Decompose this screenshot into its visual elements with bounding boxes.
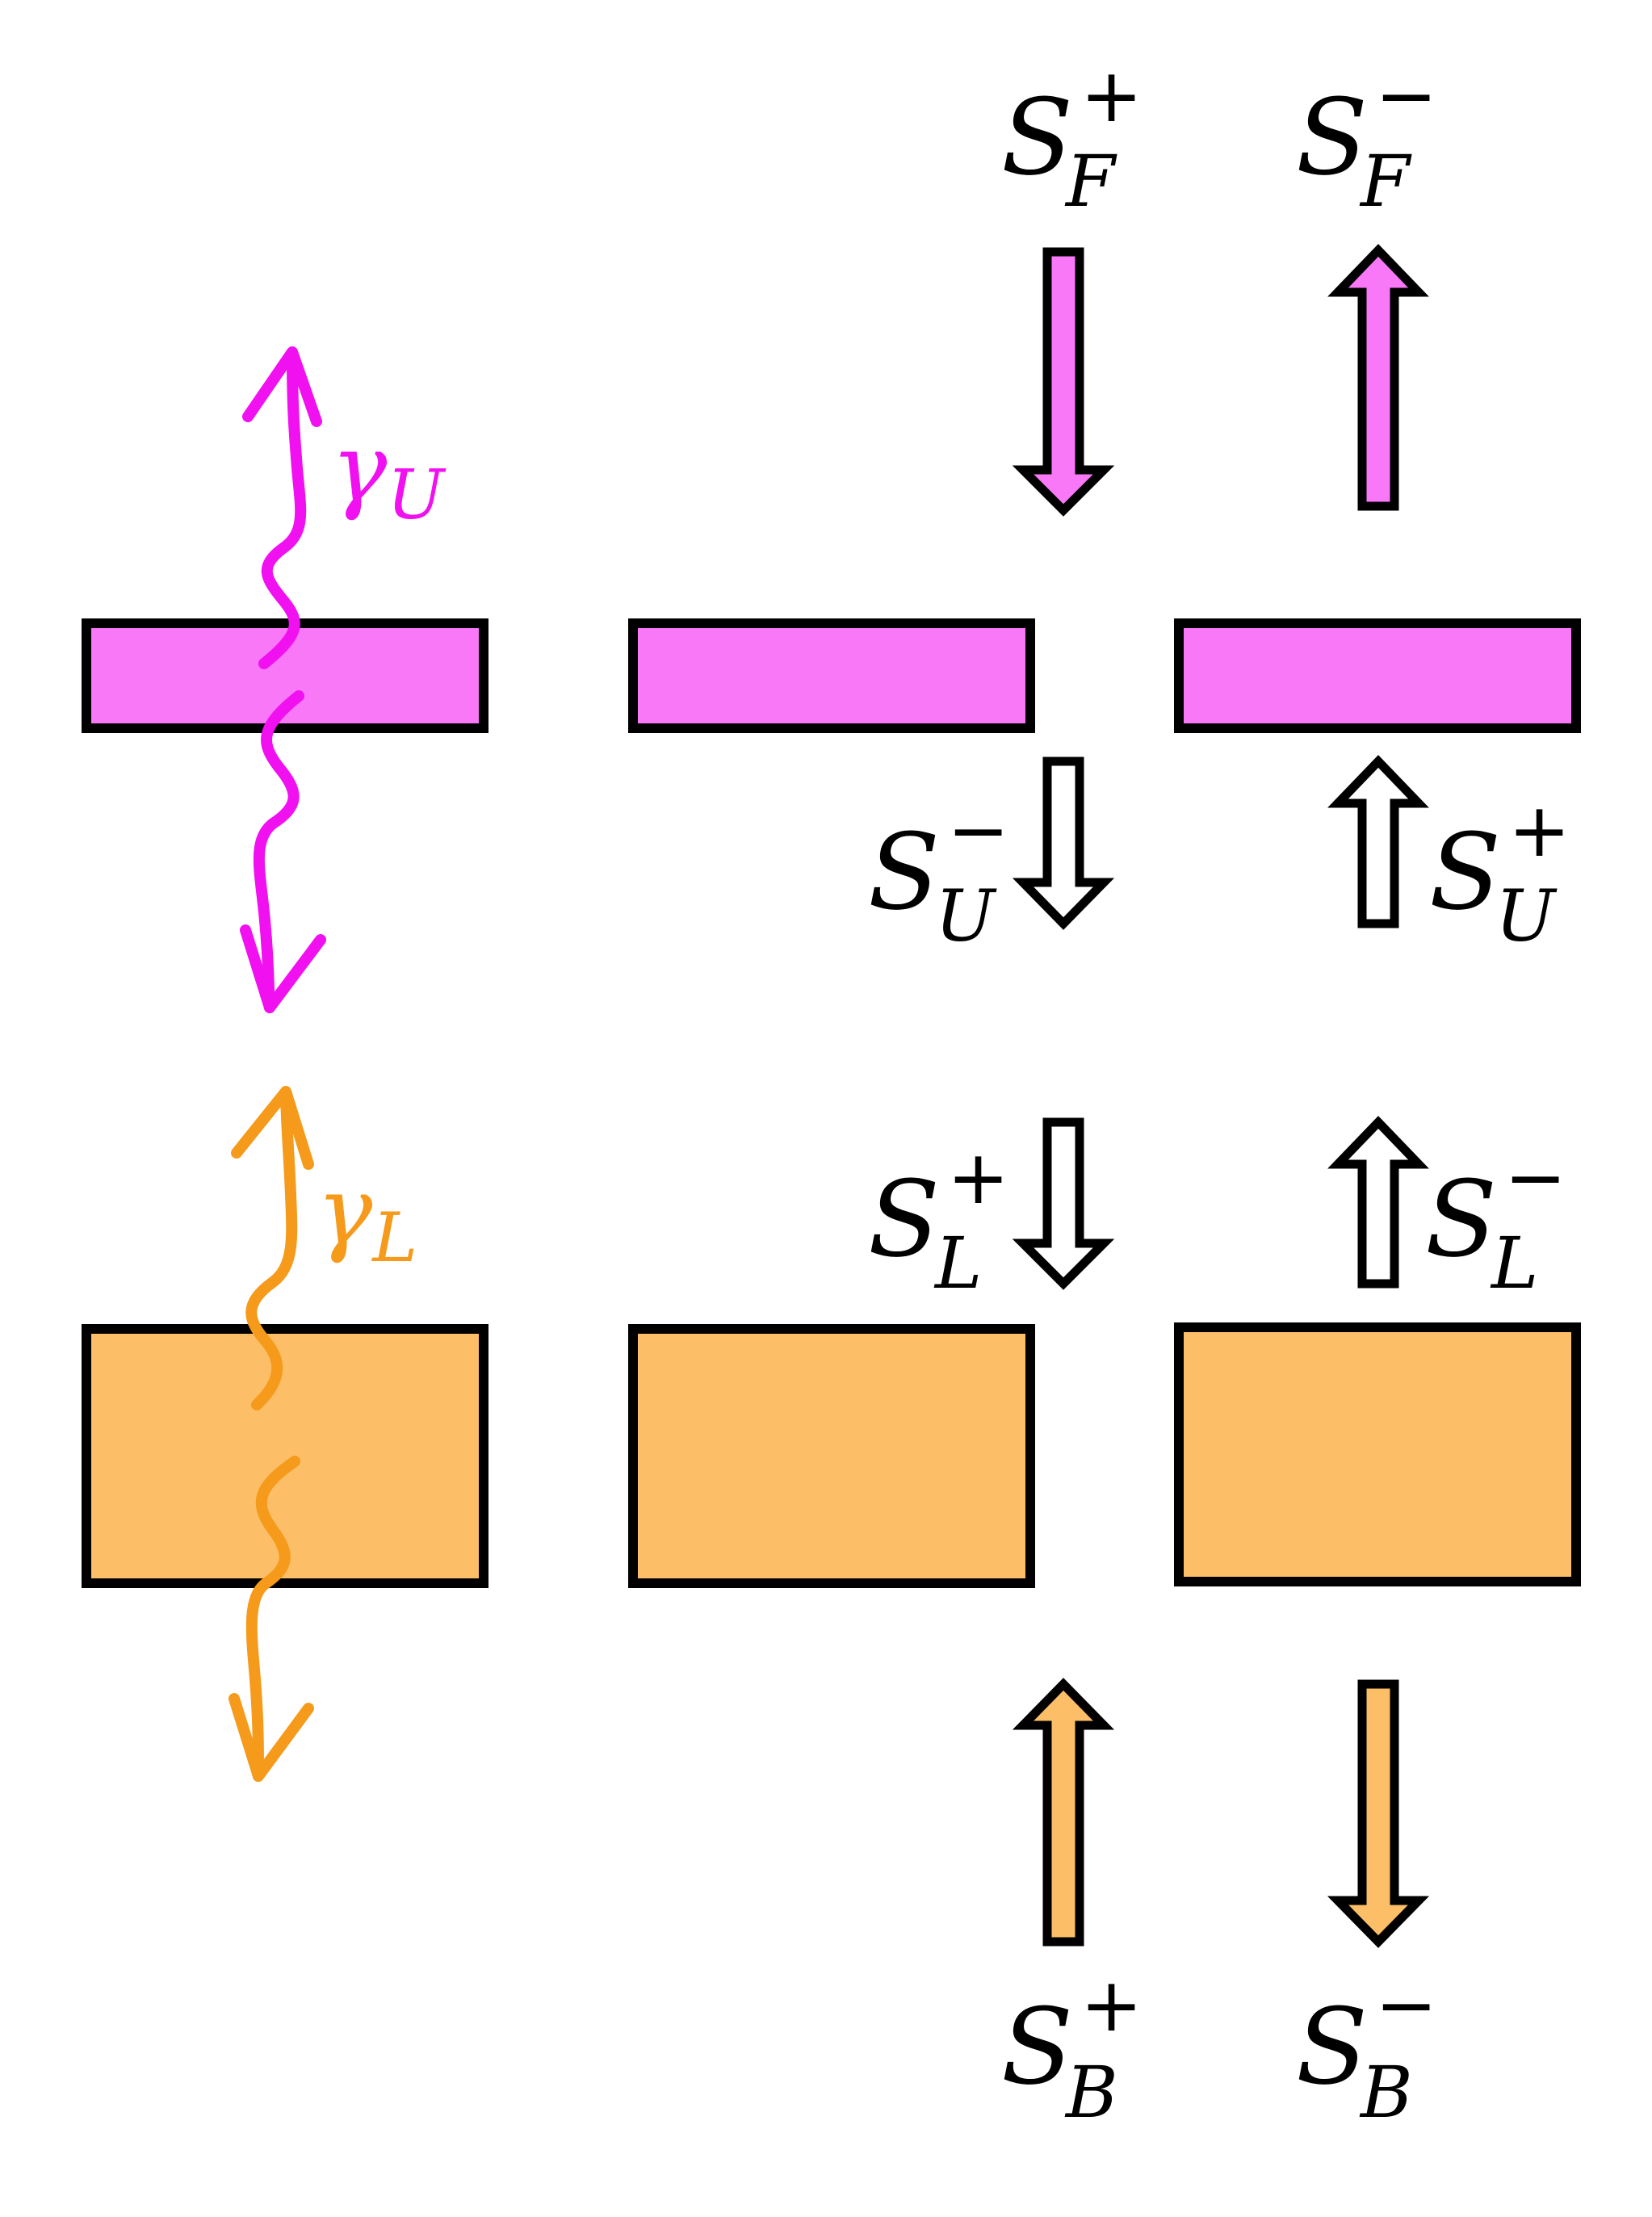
- label-s-f-plus-sub: F: [1064, 140, 1117, 223]
- lower-wave-down-segment: [245, 1456, 300, 1782]
- flux-arrow-su-minus: [1012, 756, 1115, 930]
- upper-layer-slab-right: [1174, 618, 1581, 733]
- lower-emission-wave-arrow: [229, 1086, 314, 1782]
- label-s-b-minus-sub: B: [1359, 2051, 1413, 2134]
- label-s-b-minus-sup: −: [1375, 1962, 1437, 2048]
- label-s-u-plus-symbol: S: [1429, 811, 1501, 933]
- flux-arrow-sf-plus: [1012, 247, 1115, 517]
- label-s-u-minus-sup: −: [947, 787, 1009, 874]
- flux-arrow-sf-minus: [1327, 244, 1429, 511]
- label-s-f-plus: S + F: [1001, 52, 1143, 223]
- label-s-u-plus-sup: +: [1508, 787, 1570, 874]
- label-s-l-minus-sup: −: [1504, 1134, 1566, 1221]
- flux-arrow-su-plus: [1327, 755, 1429, 928]
- upper-layer-slab-middle: [628, 618, 1035, 733]
- label-s-l-plus: S + L: [868, 1134, 1009, 1305]
- label-s-l-plus-sup: +: [947, 1134, 1009, 1221]
- flux-arrow-sl-minus: [1327, 1116, 1429, 1289]
- label-s-l-minus-sub: L: [1490, 1222, 1538, 1305]
- label-s-u-plus: S + U: [1429, 787, 1570, 958]
- upper-wave-down-arrowhead: [240, 924, 326, 1013]
- label-s-l-minus: S − L: [1425, 1134, 1566, 1305]
- flux-arrow-sb-minus: [1327, 1679, 1430, 1948]
- upper-emission-wave-arrow: [240, 346, 326, 1013]
- label-s-f-plus-sup: +: [1080, 52, 1143, 139]
- label-s-u-minus-sub: U: [935, 874, 997, 958]
- upper-wave-up-arrowhead: [242, 346, 322, 427]
- label-s-b-plus: S + B: [1001, 1962, 1143, 2134]
- label-gamma-u-symbol: γ: [331, 414, 388, 523]
- label-s-u-minus: S − U: [868, 787, 1009, 958]
- lower-layer-slab-right: [1174, 1322, 1581, 1586]
- label-s-f-minus-symbol: S: [1296, 76, 1368, 199]
- upper-wave-up-segment: [258, 350, 307, 669]
- label-s-b-plus-symbol: S: [1001, 1985, 1073, 2108]
- label-s-f-minus-sup: −: [1375, 52, 1437, 139]
- label-s-b-plus-sup: +: [1080, 1962, 1143, 2048]
- label-s-l-minus-symbol: S: [1425, 1158, 1497, 1280]
- lower-layer-slab-middle: [628, 1324, 1035, 1588]
- label-s-b-minus: S − B: [1296, 1962, 1437, 2134]
- lower-wave-up-arrowhead: [231, 1086, 314, 1170]
- label-gamma-l: γL: [317, 1157, 417, 1277]
- label-s-f-plus-symbol: S: [1001, 76, 1073, 199]
- label-s-b-minus-symbol: S: [1296, 1985, 1368, 2108]
- lower-wave-down-arrowhead: [229, 1693, 314, 1782]
- label-s-u-minus-symbol: S: [868, 811, 940, 933]
- label-gamma-l-sub: L: [371, 1198, 417, 1277]
- label-s-f-minus: S − F: [1296, 52, 1437, 223]
- label-s-l-plus-symbol: S: [868, 1158, 940, 1280]
- label-gamma-l-symbol: γ: [317, 1157, 373, 1266]
- label-s-b-plus-sub: B: [1064, 2051, 1118, 2134]
- flux-arrow-sb-plus: [1012, 1678, 1115, 1947]
- label-s-f-minus-sub: F: [1359, 140, 1412, 223]
- label-gamma-u-sub: U: [387, 455, 447, 534]
- upper-wave-down-segment: [253, 690, 304, 1013]
- label-gamma-u: γU: [331, 414, 447, 534]
- flux-arrow-sl-plus: [1012, 1117, 1115, 1290]
- label-s-u-plus-sub: U: [1495, 874, 1558, 958]
- label-s-l-plus-sub: L: [933, 1222, 982, 1305]
- lower-wave-up-segment: [245, 1088, 298, 1410]
